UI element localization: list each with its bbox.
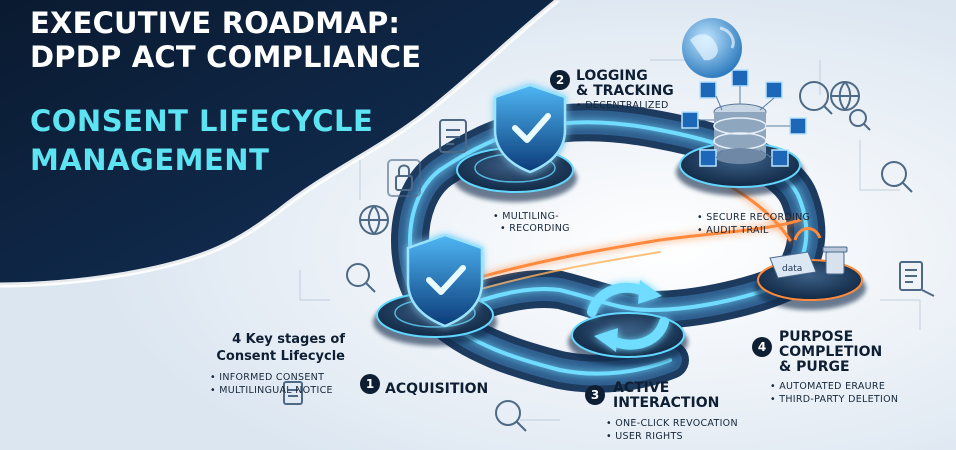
- key-heading-line-2: Consent Lifecycle: [216, 349, 345, 364]
- stage-4-bullet: THIRD-PARTY DELETION: [770, 394, 898, 406]
- magnifier-icon: [849, 109, 871, 131]
- shield-check-icon: [406, 233, 484, 328]
- stage-4-title-line-3: & PURGE: [779, 359, 850, 375]
- stage-4-title-line-1: PURPOSE: [779, 329, 854, 345]
- padlock-icon: [387, 159, 421, 197]
- stage-3-title-line-2: INTERACTION: [613, 395, 720, 411]
- trash-icon: [822, 246, 848, 275]
- stage-4-bullet: AUTOMATED ERAURE: [770, 381, 885, 393]
- stage-3-bullet: USER RIGHTS: [606, 431, 683, 443]
- stage-1-title: ACQUISITION: [385, 381, 489, 397]
- subtitle-line-2: MANAGEMENT: [30, 143, 270, 177]
- subtitle-line-1: CONSENT LIFECYCLE: [30, 104, 374, 138]
- stage-2-title-line-1: LOGGING: [576, 68, 648, 84]
- stage-number-1: 1: [360, 374, 380, 394]
- secure-note: SECURE RECORDING: [697, 212, 810, 224]
- magnifier-icon: [881, 161, 913, 193]
- globe-icon: [359, 205, 389, 235]
- stage-number-2: 2: [550, 70, 570, 90]
- stage-number-3: 3: [585, 385, 605, 405]
- stage-2-bullet: DECENTRALIZED: [576, 100, 669, 112]
- stage-number-4: 4: [752, 337, 772, 357]
- key-bullet: INFORMED CONSENT: [210, 372, 324, 384]
- server-stack-icon: [713, 103, 767, 164]
- page-title-line-2: DPDP ACT COMPLIANCE: [30, 40, 422, 74]
- multilingual-note-line-2: RECORDING: [500, 223, 570, 235]
- chip-label: data: [782, 264, 802, 274]
- key-heading-line-1: 4 Key stages of: [232, 332, 345, 347]
- refresh-icon: [587, 280, 669, 352]
- multilingual-note-line-1: MULTILING-: [493, 211, 559, 223]
- stage-2-title-line-2: & TRACKING: [576, 83, 674, 99]
- page-title-line-1: EXECUTIVE ROADMAP:: [30, 6, 401, 40]
- magnifier-icon: [799, 81, 833, 115]
- globe-icon: [830, 81, 860, 111]
- globe-icon: [682, 18, 742, 78]
- document-icon: [439, 119, 467, 153]
- data-chip: [769, 251, 817, 279]
- magnifier-icon: [346, 263, 376, 293]
- stage-3-bullet: ONE-CLICK REVOCATION: [606, 418, 738, 430]
- stage-3-title-line-1: ACTIVE: [613, 380, 670, 396]
- magnifier-icon: [495, 400, 527, 432]
- stage-4-title-line-2: COMPLETION: [779, 344, 883, 360]
- shield-check-icon: [493, 83, 567, 174]
- key-bullet: MULTILINGUAL NOTICE: [210, 385, 333, 397]
- secure-note: AUDIT TRAIL: [697, 225, 769, 237]
- document-icon: [899, 261, 935, 297]
